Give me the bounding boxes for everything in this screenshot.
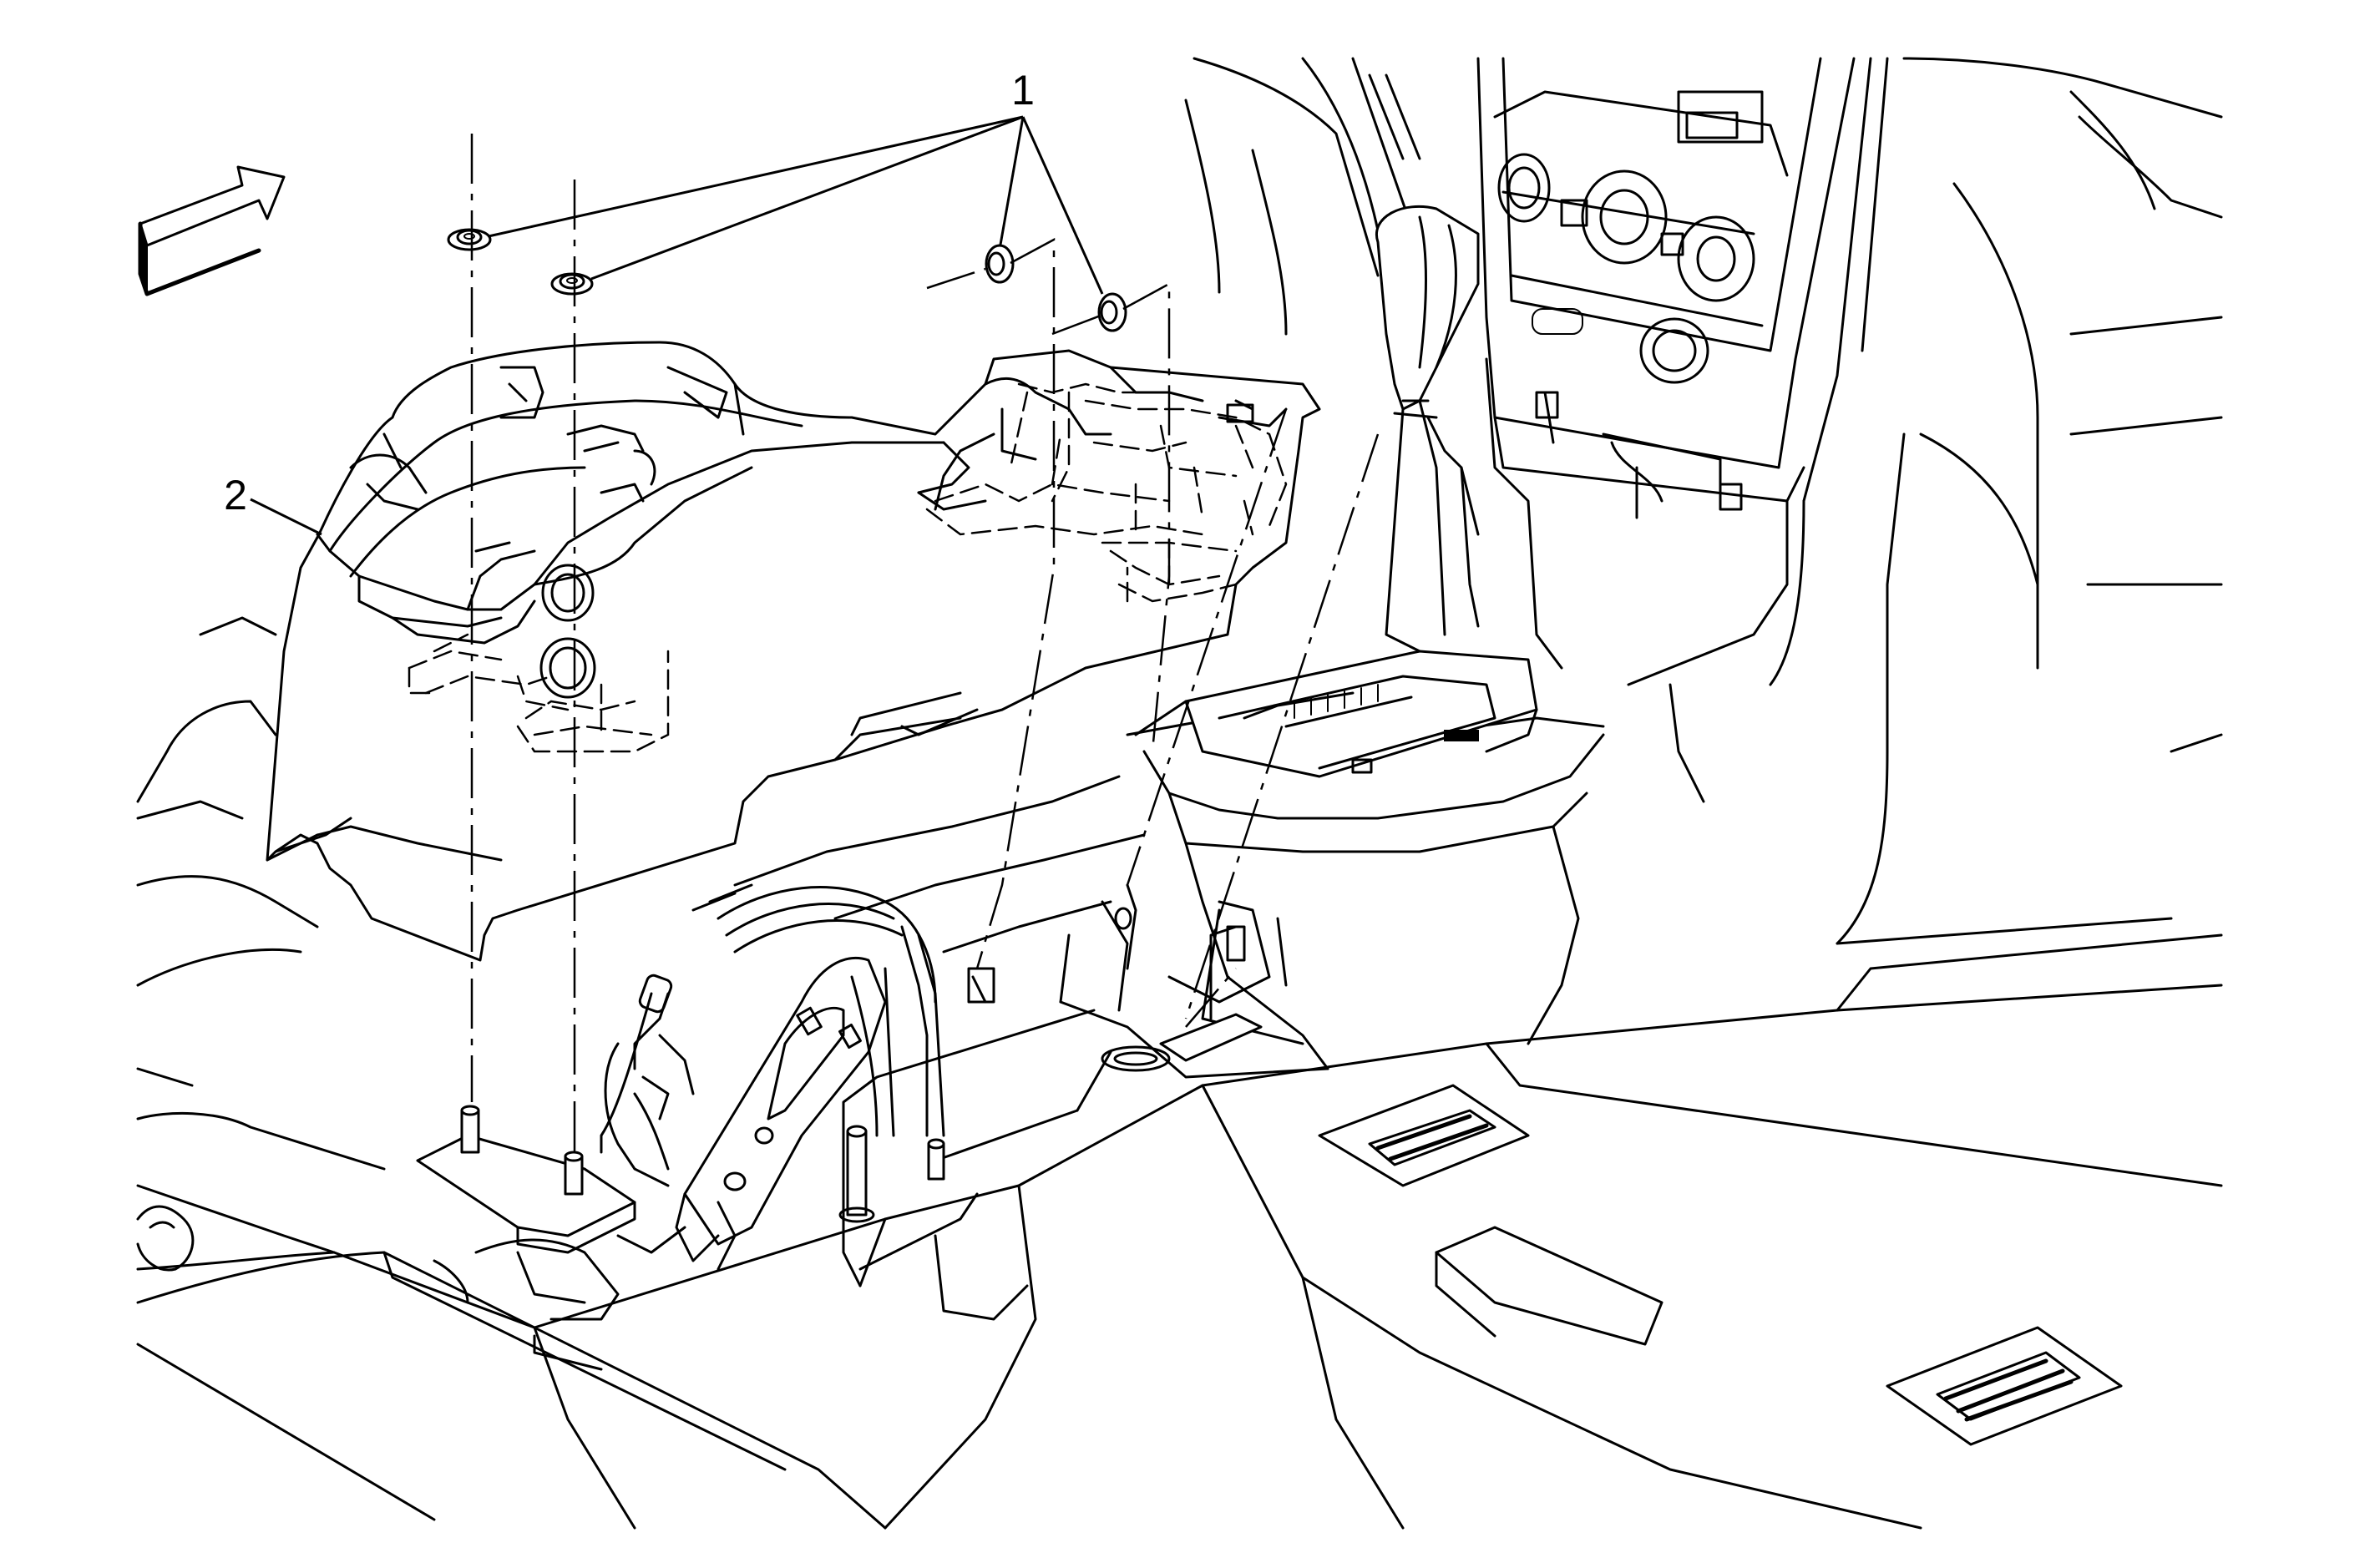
callout-label-2: 2 <box>224 472 247 518</box>
callout-2-leader <box>250 498 322 536</box>
rear-floor-vent-left <box>1318 1084 1530 1187</box>
callout-1-leaders <box>488 115 1104 295</box>
stud-left-front <box>460 1105 480 1154</box>
stud-center-front <box>838 1125 875 1223</box>
console-nut-front-right <box>550 272 594 296</box>
console-grommet-lower <box>539 637 596 699</box>
stud-center-rear <box>927 1138 945 1181</box>
installation-center-lines <box>470 134 1380 1152</box>
rear-floor-vent-right <box>1886 1326 2123 1446</box>
floor-console-body <box>266 341 1321 962</box>
gear-shift-lever <box>1375 205 1480 653</box>
hvac-control-knobs <box>1497 153 1755 384</box>
callout-label-1: 1 <box>1011 67 1035 114</box>
forward-direction-arrow-icon <box>138 165 286 296</box>
console-grommet-upper <box>541 564 595 622</box>
console-nut-rear-upper <box>985 244 1015 284</box>
dashboard-trim <box>1184 57 2223 945</box>
rear-console-bracket <box>1114 883 1246 970</box>
stud-left-rear <box>564 1151 584 1196</box>
parking-brake-cable-harness <box>136 974 737 1371</box>
parking-brake-assembly <box>675 883 945 1262</box>
shift-indicator-plate <box>1134 650 1538 778</box>
center-stack-bezel <box>1476 57 1856 503</box>
console-nut-front-left <box>447 228 492 251</box>
floor-pan <box>136 616 2223 1530</box>
console-nut-rear-lower <box>1097 292 1127 332</box>
rear-floor-tray <box>1435 1226 1663 1346</box>
center-console-front-housing <box>1485 357 1789 686</box>
